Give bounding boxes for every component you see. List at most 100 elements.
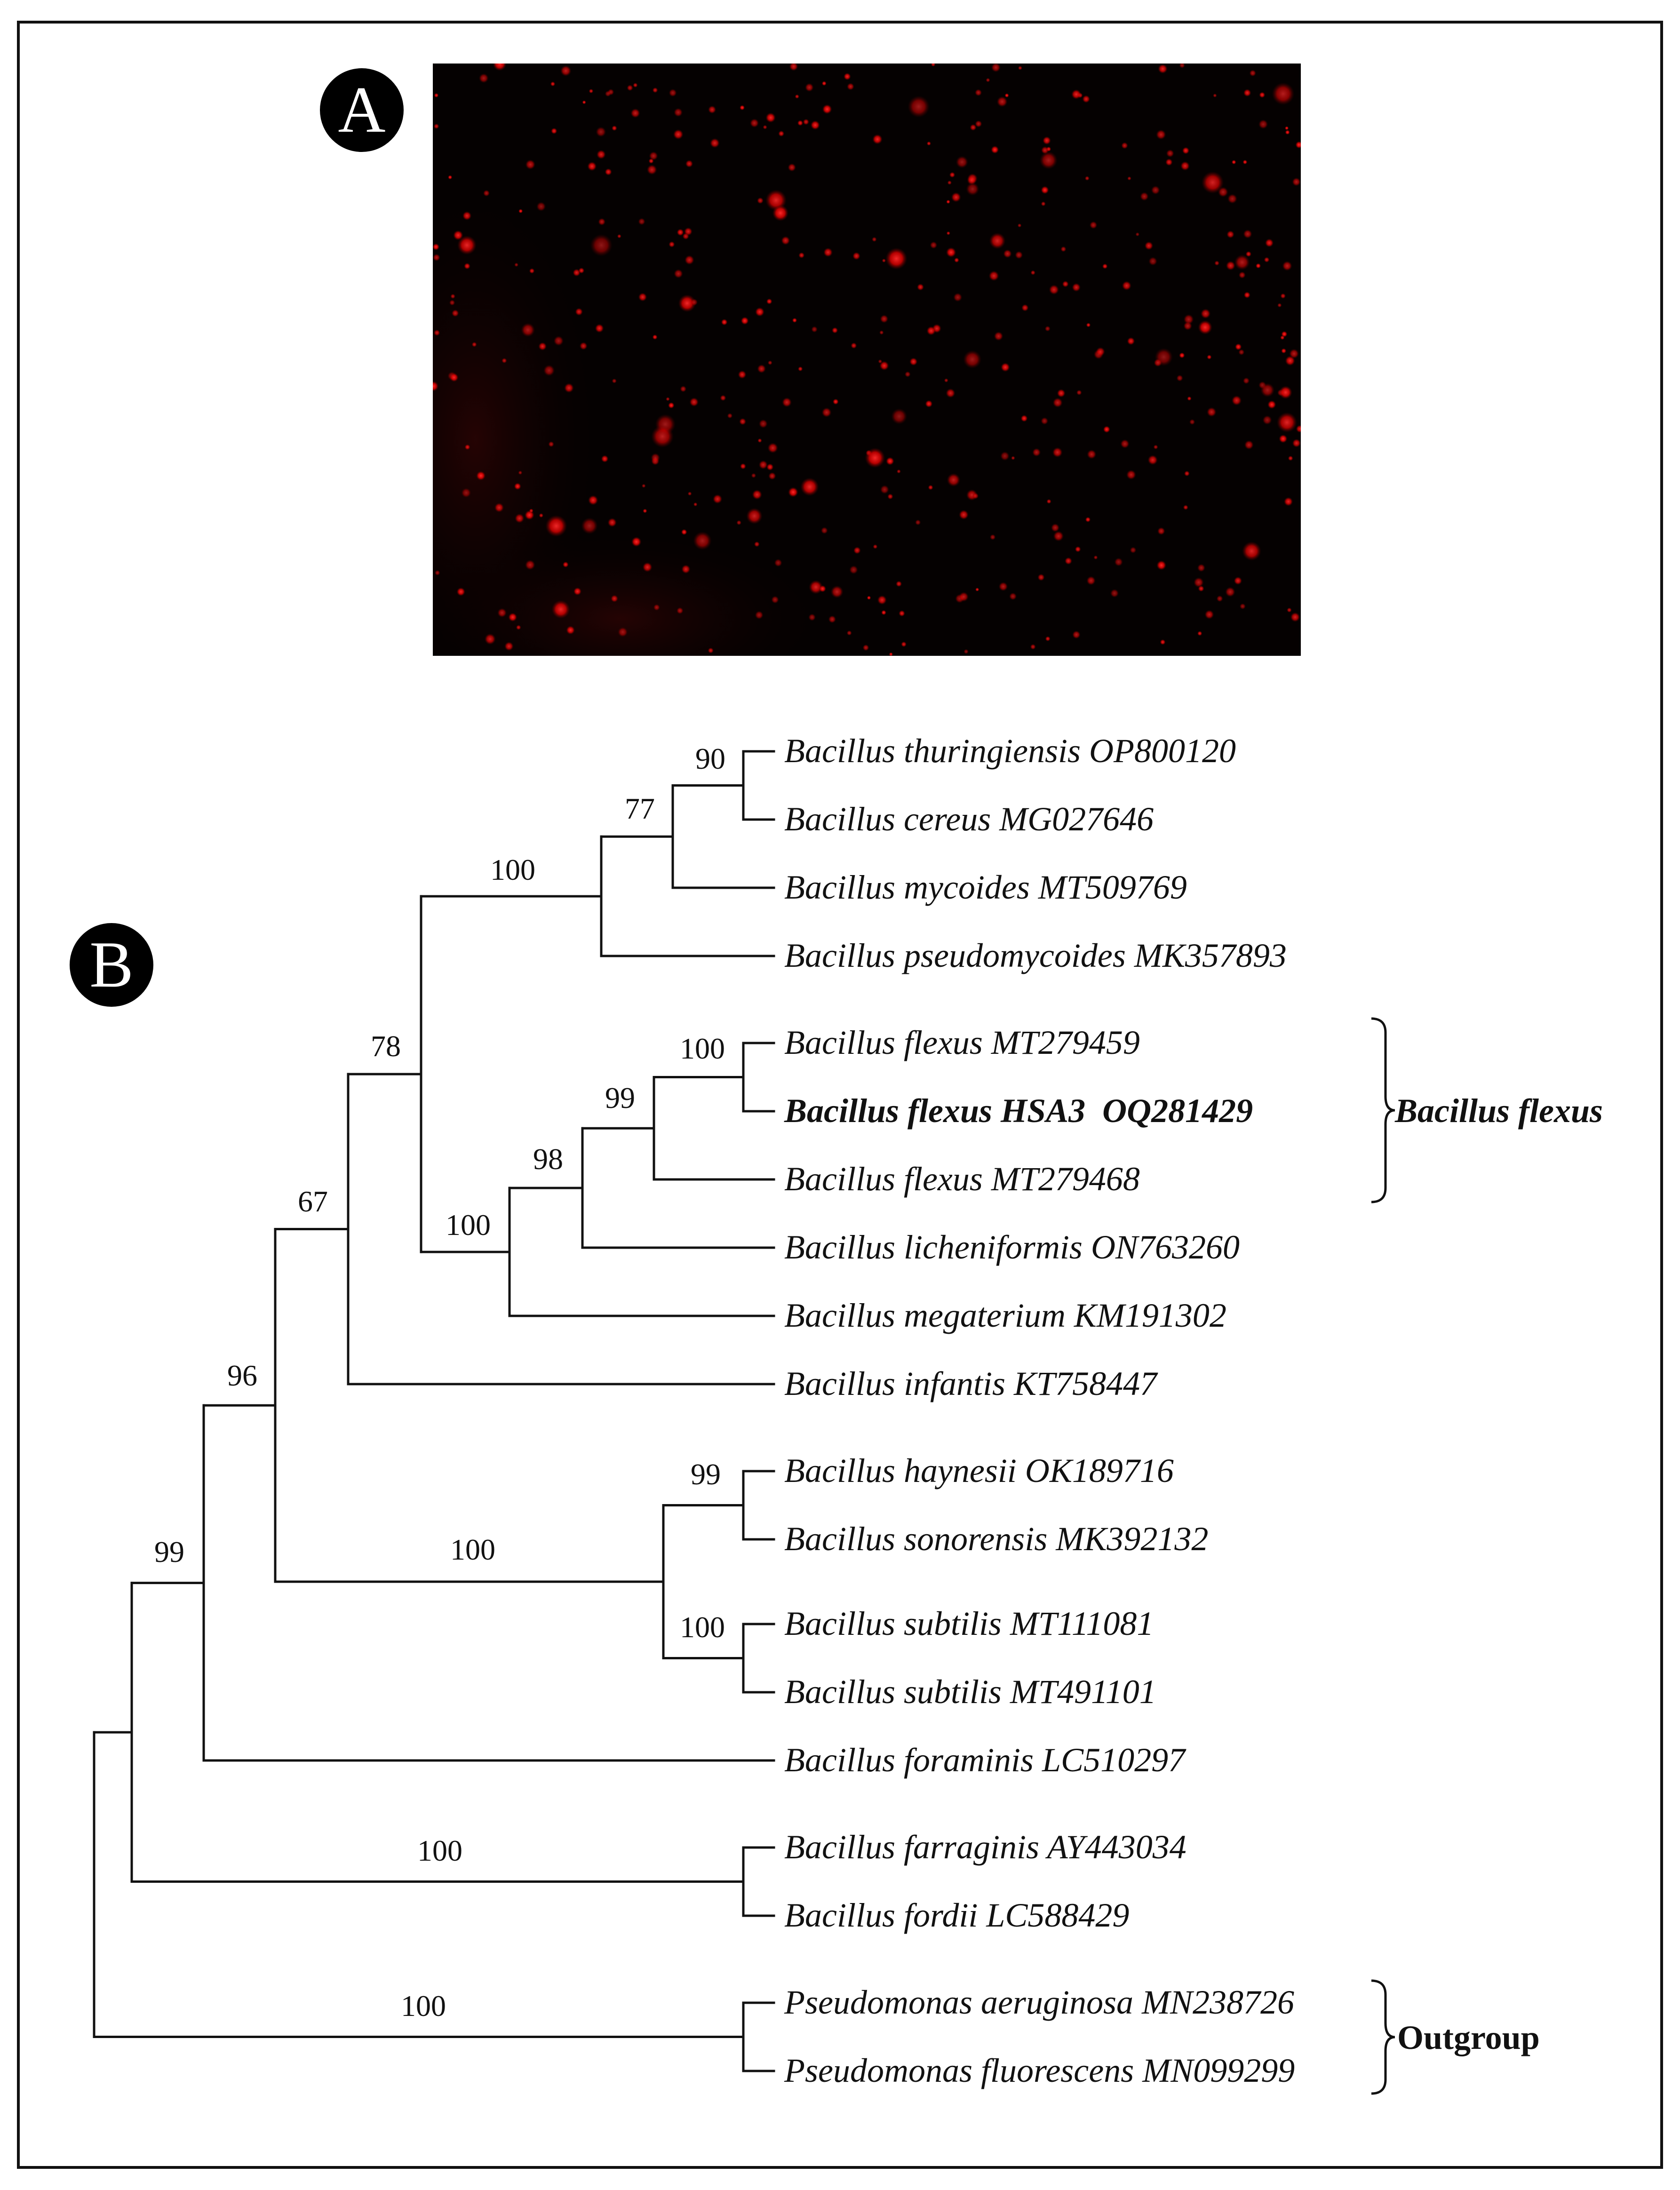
outgroup-label: Outgroup <box>1397 2019 1540 2056</box>
fluorescent-spot <box>573 587 582 596</box>
fluorescent-spot <box>1158 64 1168 74</box>
fluorescent-spot <box>589 88 594 94</box>
fluorescent-spot <box>448 175 453 180</box>
fluorescent-spot <box>966 182 979 196</box>
fluorescent-spot <box>972 493 979 499</box>
flexus-bracket <box>1371 1017 1395 1203</box>
fluorescent-spot <box>434 93 439 98</box>
fluorescent-spot <box>1060 246 1067 252</box>
fluorescent-spot <box>525 559 535 570</box>
taxon-label: Bacillus flexus MT279459 <box>784 1024 1140 1061</box>
fluorescent-spot <box>433 123 439 129</box>
fluorescent-spot <box>1046 499 1051 504</box>
fluorescent-spot <box>566 626 575 635</box>
fluorescent-spot <box>917 283 924 291</box>
fluorescent-spot <box>774 558 782 567</box>
fluorescent-spot <box>1244 440 1254 450</box>
fluorescent-spot <box>925 400 933 408</box>
taxon-label: Bacillus cereus MG027646 <box>784 800 1154 838</box>
fluorescent-spot <box>538 342 547 351</box>
fluorescent-spot <box>483 190 490 197</box>
fluorescent-spot <box>1260 383 1275 398</box>
fluorescent-spot <box>1280 293 1286 299</box>
fluorescent-spot <box>693 531 712 550</box>
fluorescent-spot <box>1148 257 1157 266</box>
bootstrap-value: 99 <box>154 1535 184 1569</box>
fluorescent-spot <box>757 197 764 204</box>
fluorescent-spot <box>740 317 749 325</box>
fluorescent-spot <box>772 205 789 221</box>
fluorescent-spot <box>709 138 720 148</box>
fluorescent-spot <box>797 120 804 126</box>
fluorescent-spot <box>1289 349 1299 359</box>
fluorescent-spot <box>1085 517 1091 523</box>
fluorescent-spot <box>450 294 455 299</box>
fluorescent-spot <box>516 625 521 630</box>
fluorescent-spot <box>638 293 647 302</box>
fluorescent-spot <box>849 565 858 574</box>
fluorescent-spot <box>497 608 507 618</box>
fluorescent-spot <box>1086 576 1096 585</box>
fluorescent-spot <box>765 112 776 123</box>
fluorescent-spot <box>642 562 653 572</box>
fluorescent-spot <box>1121 142 1128 149</box>
bootstrap-value: 96 <box>227 1359 257 1392</box>
fluorescent-spot <box>681 529 687 535</box>
fluorescent-spot <box>595 324 604 333</box>
fluorescent-spot <box>991 64 1001 72</box>
fluorescent-spot <box>1295 141 1301 149</box>
fluorescent-spot <box>915 519 921 526</box>
fluorescent-spot <box>963 649 969 654</box>
fluorescent-spot <box>553 335 564 346</box>
fluorescent-spot <box>808 613 816 621</box>
fluorescent-spot <box>708 647 714 653</box>
fluorescent-spot <box>649 151 658 160</box>
fluorescent-spot <box>865 447 885 468</box>
taxon-label: Bacillus subtilis MT491101 <box>784 1673 1156 1711</box>
fluorescent-spot <box>847 83 854 90</box>
fluorescent-spot <box>782 397 792 407</box>
fluorescent-spot <box>669 88 677 97</box>
fluorescent-spot <box>1245 251 1252 257</box>
fluorescent-spot <box>986 78 990 82</box>
fluorescent-spot <box>1120 439 1130 449</box>
fluorescent-spot <box>464 444 470 450</box>
fluorescent-spot <box>681 565 691 574</box>
fluorescent-spot <box>646 164 657 175</box>
fluorescent-spot <box>1242 542 1261 561</box>
fluorescent-spot <box>763 125 767 129</box>
fluorescent-spot <box>1004 93 1009 98</box>
fluorescent-spot <box>1216 595 1223 602</box>
fluorescent-spot <box>1037 573 1045 581</box>
fluorescent-spot <box>1086 323 1091 327</box>
taxon-label: Bacillus thuringiensis OP800120 <box>784 732 1236 770</box>
fluorescent-spot <box>1018 66 1022 70</box>
fluorescent-spot <box>844 72 851 80</box>
taxon-label: Bacillus haynesii OK189716 <box>784 1452 1174 1489</box>
fluorescent-spot <box>1093 555 1098 560</box>
fluorescent-spot <box>878 359 883 364</box>
fluorescent-spot <box>1292 177 1301 186</box>
fluorescent-spot <box>949 172 955 178</box>
fluorescent-spot <box>579 342 588 350</box>
fluorescent-spot <box>1156 129 1166 140</box>
fluorescent-spot <box>456 587 465 597</box>
fluorescent-spot <box>998 581 1008 591</box>
fluorescent-spot <box>1160 639 1166 645</box>
fluorescent-spot <box>1030 270 1035 275</box>
fluorescent-spot <box>1239 603 1246 610</box>
bootstrap-value: 98 <box>533 1142 563 1176</box>
fluorescent-spot <box>846 630 852 636</box>
fluorescent-spot <box>721 319 728 326</box>
fluorescent-spot <box>1110 589 1119 598</box>
fluorescent-spot <box>1127 337 1135 345</box>
fluorescent-spot <box>1277 303 1282 308</box>
fluorescent-spot <box>682 233 689 240</box>
fluorescent-spot <box>630 108 640 118</box>
fluorescent-spot <box>449 300 455 306</box>
fluorescent-spot <box>810 120 820 130</box>
fluorescent-spot <box>1154 358 1162 367</box>
bootstrap-value: 100 <box>680 1610 725 1644</box>
fluorescent-spot <box>451 309 459 317</box>
